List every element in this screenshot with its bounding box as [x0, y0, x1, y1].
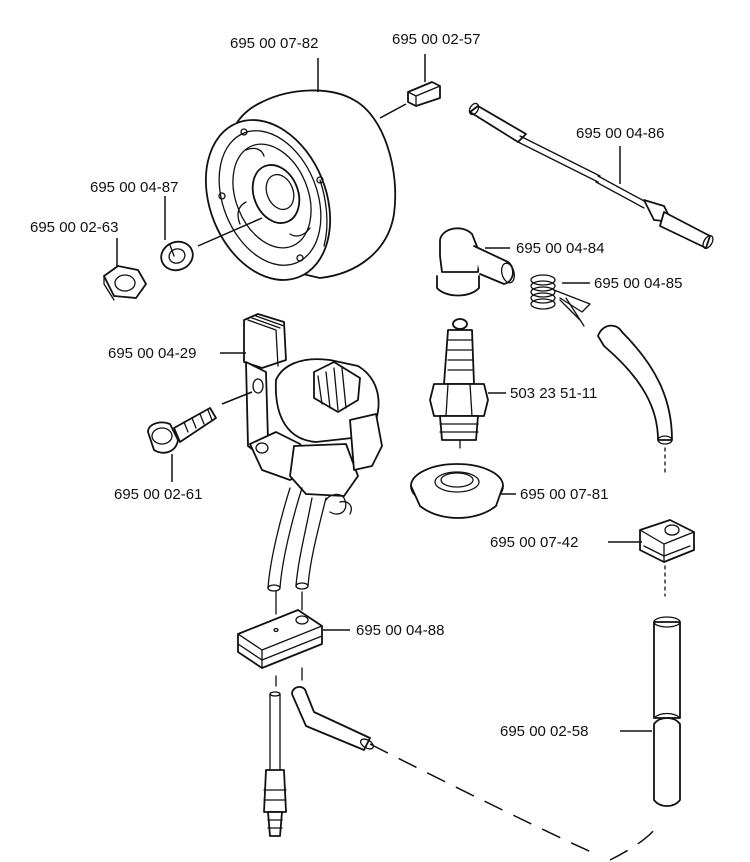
ignition-module: [243, 313, 383, 515]
short-circuit-wire: [369, 324, 681, 861]
module-screw: [147, 407, 217, 454]
label-ignition-wire: 695 00 04-86: [576, 125, 664, 142]
spring-washer: [160, 240, 194, 272]
ignition-wire: [468, 102, 714, 250]
label-ignition-module: 695 00 04-29: [108, 345, 196, 362]
key-to-flywheel-leader: [379, 103, 407, 119]
plug-boot: [410, 463, 504, 519]
label-spring-washer: 695 00 04-87: [90, 179, 178, 196]
spark-plug-cap: [436, 227, 515, 297]
label-grommet: 695 00 04-88: [356, 622, 444, 639]
spark-plug: [429, 318, 489, 449]
module-wires: [267, 487, 327, 615]
clamp: [639, 519, 695, 563]
module-screw-hole-leader: [221, 391, 253, 405]
washer-to-flywheel-leader: [197, 217, 263, 247]
label-flywheel: 695 00 07-82: [230, 35, 318, 52]
lower-wires: [263, 667, 375, 837]
label-cap-spring: 695 00 04-85: [594, 275, 682, 292]
label-spark-plug: 503 23 51-11: [510, 385, 597, 402]
cap-spring: [530, 274, 591, 327]
label-plug-boot: 695 00 07-81: [520, 486, 608, 503]
grommet: [237, 609, 323, 669]
label-spark-plug-cap: 695 00 04-84: [516, 240, 604, 257]
label-clamp: 695 00 07-42: [490, 534, 578, 551]
nut: [103, 265, 147, 301]
label-short-circuit-wire: 695 00 02-58: [500, 723, 588, 740]
label-key: 695 00 02-57: [392, 31, 480, 48]
label-nut: 695 00 02-63: [30, 219, 118, 236]
label-module-screw: 695 00 02-61: [114, 486, 202, 503]
flywheel: [204, 89, 397, 281]
key: [407, 81, 441, 107]
